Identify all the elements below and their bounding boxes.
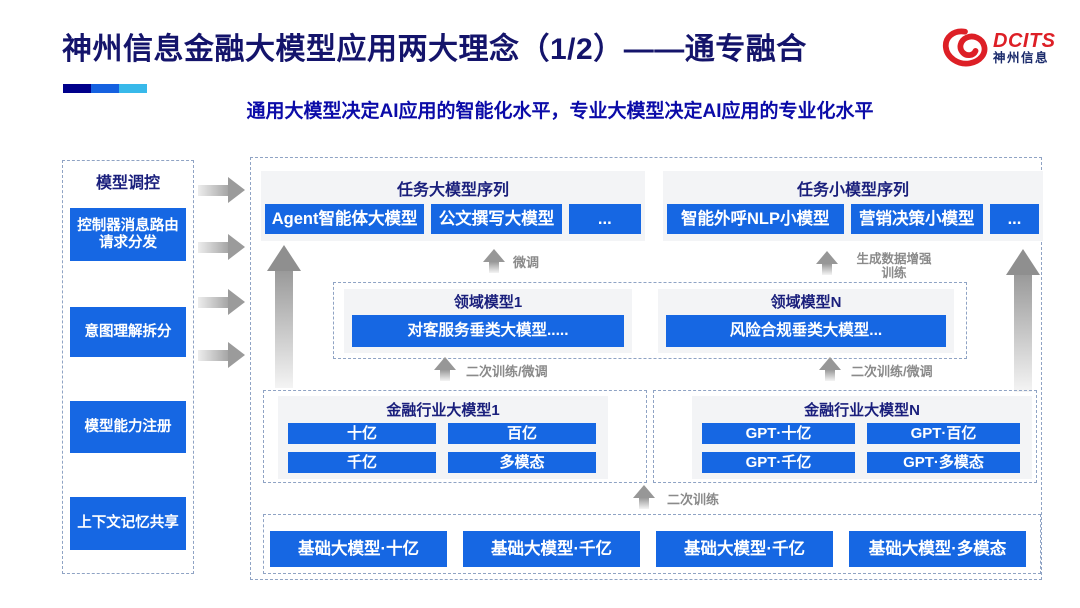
model-control-title: 模型调控 (95, 175, 160, 192)
model-box-10b: 百亿 (448, 423, 596, 444)
model-box-gpt-10b: GPT·百亿 (867, 423, 1020, 444)
subtitle: 通用大模型决定AI应用的智能化水平，专业大模型决定AI应用的专业化水平 (246, 101, 874, 122)
sidebar-item-intent: 意图理解拆分 (70, 307, 186, 357)
page-title: 神州信息金融大模型应用两大理念（1/2）——通专融合 (62, 33, 807, 66)
arrow-up-icon (1006, 249, 1040, 392)
domain-model-n-panel: 领域模型N 风险合规垂类大模型... (658, 289, 954, 353)
arrow-right-icon (198, 177, 245, 203)
model-control-panel: 模型调控 控制器消息路由请求分发 意图理解拆分 模型能力注册 上下文记忆共享 (62, 160, 194, 574)
industry-1-title: 金融行业大模型1 (386, 402, 500, 419)
retrain-finetune-right-label: 二次训练/微调 (851, 364, 933, 379)
model-box-base-100b-2: 基础大模型·千亿 (656, 531, 833, 567)
arrow-right-icon (198, 289, 245, 315)
sidebar-item-context: 上下文记忆共享 (70, 497, 186, 550)
finetune-label: 微调 (513, 255, 540, 270)
domain-1-title: 领域模型1 (453, 294, 523, 311)
arrow-up-icon (633, 485, 655, 509)
model-box-gpt-multimodal: GPT·多模态 (867, 452, 1020, 473)
industry-model-1-container: 金融行业大模型1 十亿 百亿 千亿 多模态 (263, 390, 647, 483)
task-large-model-panel: 任务大模型序列 Agent智能体大模型 公文撰写大模型 ... (261, 171, 645, 241)
model-box-customer-service: 对客服务垂类大模型..... (352, 315, 624, 347)
task-small-title: 任务小模型序列 (796, 182, 909, 199)
task-small-model-panel: 任务小模型序列 智能外呼NLP小模型 营销决策小模型 ... (663, 171, 1043, 241)
model-box-base-multimodal: 基础大模型·多模态 (849, 531, 1026, 567)
arrow-up-icon (483, 249, 505, 273)
model-box-multimodal: 多模态 (448, 452, 596, 473)
model-box-1b: 十亿 (288, 423, 436, 444)
main-diagram: 任务大模型序列 Agent智能体大模型 公文撰写大模型 ... 任务小模型序列 … (250, 157, 1043, 580)
domain-model-1-panel: 领域模型1 对客服务垂类大模型..... (344, 289, 632, 353)
model-box-marketing: 营销决策小模型 (850, 204, 983, 234)
base-models-container: 基础大模型·十亿 基础大模型·千亿 基础大模型·千亿 基础大模型·多模态 (263, 514, 1041, 574)
model-box-base-100b: 基础大模型·千亿 (463, 531, 640, 567)
industry-n-title: 金融行业大模型N (804, 402, 920, 419)
domain-n-title: 领域模型N (770, 294, 842, 311)
model-box-risk-compliance: 风险合规垂类大模型... (666, 315, 946, 347)
arrow-up-icon (819, 357, 841, 381)
arrow-up-icon (816, 251, 838, 275)
logo-brand-text: DCITS (993, 29, 1056, 52)
task-large-title: 任务大模型序列 (396, 182, 509, 199)
gen-data-label: 生成数据增强 训练 (856, 252, 932, 281)
dcits-swirl-icon (942, 28, 988, 67)
retrain-finetune-left-label: 二次训练/微调 (466, 364, 548, 379)
arrow-right-icon (198, 342, 245, 368)
domain-models-container: 领域模型1 对客服务垂类大模型..... 领域模型N 风险合规垂类大模型... (333, 282, 967, 359)
model-box-base-1b: 基础大模型·十亿 (270, 531, 447, 567)
retrain-label: 二次训练 (667, 492, 720, 507)
industry-model-1-panel: 金融行业大模型1 十亿 百亿 千亿 多模态 (278, 396, 608, 479)
logo-brand-cn: 神州信息 (993, 50, 1050, 65)
industry-model-n-container: 金融行业大模型N GPT·十亿 GPT·百亿 GPT·千亿 GPT·多模态 (653, 390, 1037, 483)
model-box-ellipsis: ... (989, 204, 1039, 234)
model-box-100b: 千亿 (288, 452, 436, 473)
model-box-gpt-1b: GPT·十亿 (702, 423, 855, 444)
arrow-up-icon (434, 357, 456, 381)
industry-model-n-panel: 金融行业大模型N GPT·十亿 GPT·百亿 GPT·千亿 GPT·多模态 (692, 396, 1032, 479)
model-box-outbound-nlp: 智能外呼NLP小模型 (667, 204, 844, 234)
sidebar-item-router: 控制器消息路由请求分发 (70, 208, 186, 261)
arrow-right-icon (198, 234, 245, 260)
sidebar-item-register: 模型能力注册 (70, 401, 186, 453)
model-box-agent: Agent智能体大模型 (265, 204, 425, 234)
arrow-up-icon (267, 245, 301, 388)
accent-bar (63, 84, 147, 93)
model-box-ellipsis: ... (568, 204, 641, 234)
model-box-gpt-100b: GPT·千亿 (702, 452, 855, 473)
dcits-logo: DCITS 神州信息 (942, 24, 1072, 72)
model-box-document: 公文撰写大模型 (431, 204, 562, 234)
